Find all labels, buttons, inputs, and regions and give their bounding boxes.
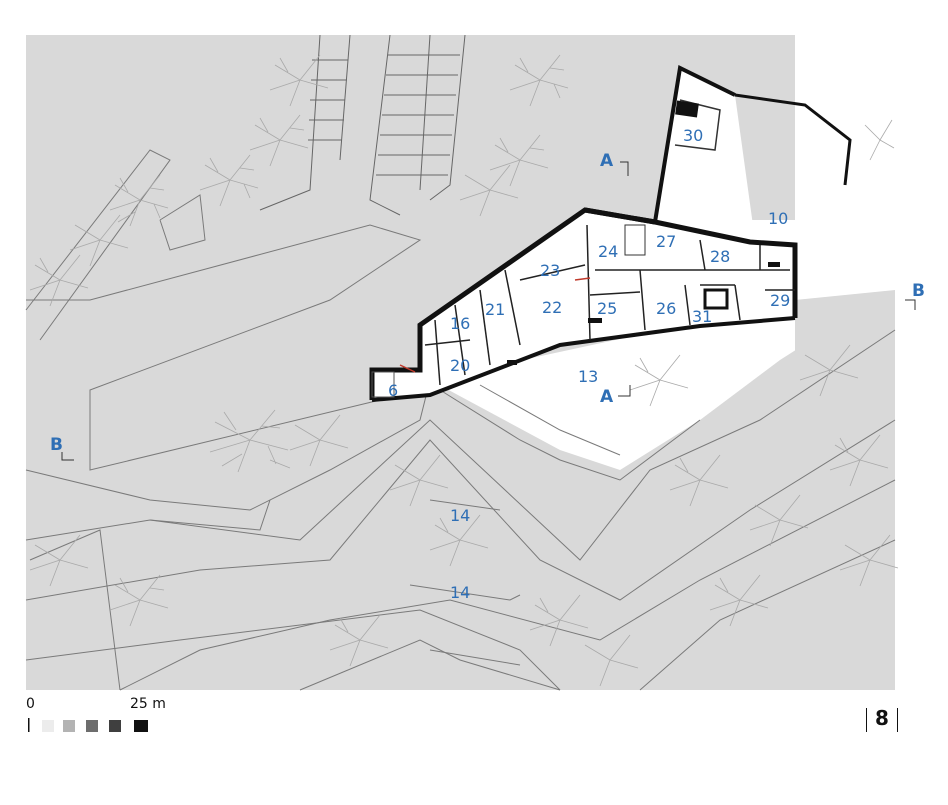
annex-dark-block <box>675 100 699 118</box>
section-marker-a-top: A <box>600 151 614 171</box>
scale-block-4 <box>109 720 121 732</box>
room-label-16: 16 <box>450 314 470 333</box>
section-marker-a-bottom: A <box>600 387 614 407</box>
scale-end-label: 25 m <box>130 696 166 712</box>
room-label-6: 6 <box>388 381 398 400</box>
interior-walls <box>424 224 795 386</box>
entrance-stair <box>371 371 395 398</box>
dark-marker-1 <box>588 318 602 323</box>
room-label-20: 20 <box>450 356 470 375</box>
scale-start-label: 0 <box>26 696 35 712</box>
annex-wall <box>653 65 736 223</box>
gray-right-slope <box>795 290 895 690</box>
building-south-wall <box>371 316 796 402</box>
page-number-divider-right <box>896 707 898 732</box>
room-label-22: 22 <box>542 298 562 317</box>
room-label-13: 13 <box>578 367 598 386</box>
room-label-14-upper: 14 <box>450 506 470 525</box>
trees <box>29 54 899 687</box>
room-label-14-lower: 14 <box>450 583 470 602</box>
room-label-31: 31 <box>692 307 712 326</box>
room-label-23: 23 <box>540 261 560 280</box>
red-stair-arrow <box>399 364 416 373</box>
core-block <box>703 288 729 310</box>
section-marker-b-left: B <box>50 435 63 455</box>
building <box>369 65 852 402</box>
landscape-lines <box>25 149 896 691</box>
annex-inner <box>674 99 721 151</box>
room-label-28: 28 <box>710 247 730 266</box>
room-label-30: 30 <box>683 126 703 145</box>
page-number-value: 8 <box>875 706 889 730</box>
red-stair-arrow-2 <box>574 277 591 281</box>
room-label-10: 10 <box>768 209 788 228</box>
section-marks <box>61 161 916 461</box>
room-label-27: 27 <box>656 232 676 251</box>
section-marker-b-right: B <box>912 281 925 301</box>
room-label-26: 26 <box>656 299 676 318</box>
dark-marker-2 <box>768 262 780 267</box>
room-label-25: 25 <box>597 299 617 318</box>
scale-bar: 0 25 m <box>26 696 166 732</box>
stair-block <box>624 224 646 256</box>
scale-tick <box>28 718 30 732</box>
page-number: 8 <box>858 706 906 732</box>
parking-rows <box>259 34 466 216</box>
scale-block-1 <box>42 720 54 732</box>
terrace-wall <box>734 93 852 186</box>
scale-block-5 <box>134 720 148 732</box>
building-north-wall <box>584 207 798 318</box>
room-label-24: 24 <box>598 242 618 261</box>
scale-block-3 <box>86 720 98 732</box>
scale-block-2 <box>63 720 75 732</box>
page-number-divider-left <box>866 707 867 732</box>
room-label-21: 21 <box>485 300 505 319</box>
dark-marker-3 <box>507 360 517 365</box>
room-label-29: 29 <box>770 291 790 310</box>
